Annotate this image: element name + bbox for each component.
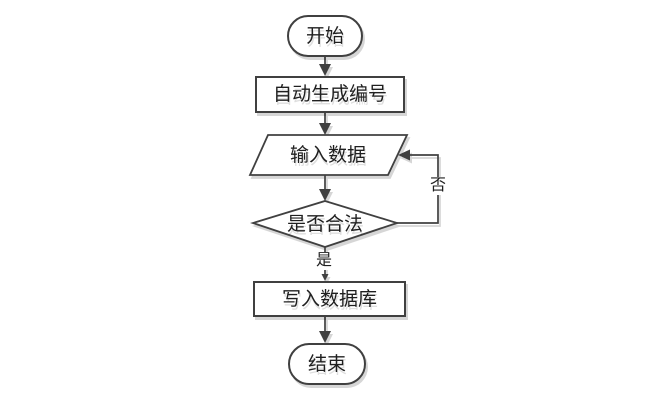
arrowhead-start-to-autonumber	[319, 64, 331, 76]
node-start-label: 开始	[305, 25, 344, 47]
edge-label-yes: 是	[315, 252, 334, 270]
node-start: 开始	[287, 15, 363, 57]
node-write-label: 写入数据库	[281, 288, 377, 310]
node-autonumber-label: 自动生成编号	[272, 84, 387, 105]
node-autonumber: 自动生成编号	[255, 76, 405, 113]
node-end-label: 结束	[307, 353, 346, 375]
node-write: 写入数据库	[253, 281, 406, 317]
node-end: 结束	[288, 343, 366, 385]
arrowhead-write-to-end	[319, 331, 331, 343]
node-input-label: 输入数据	[289, 145, 366, 166]
node-decision-label: 是否合法	[286, 214, 363, 235]
arrowhead-decision-to-write	[321, 274, 329, 281]
arrowhead-autonumber-to-input	[319, 123, 331, 135]
arrowhead-input-to-decision	[319, 189, 331, 201]
arrowhead-no-loop	[398, 149, 410, 161]
node-input-shape	[248, 134, 409, 176]
edge-label-no: 否	[429, 177, 448, 195]
